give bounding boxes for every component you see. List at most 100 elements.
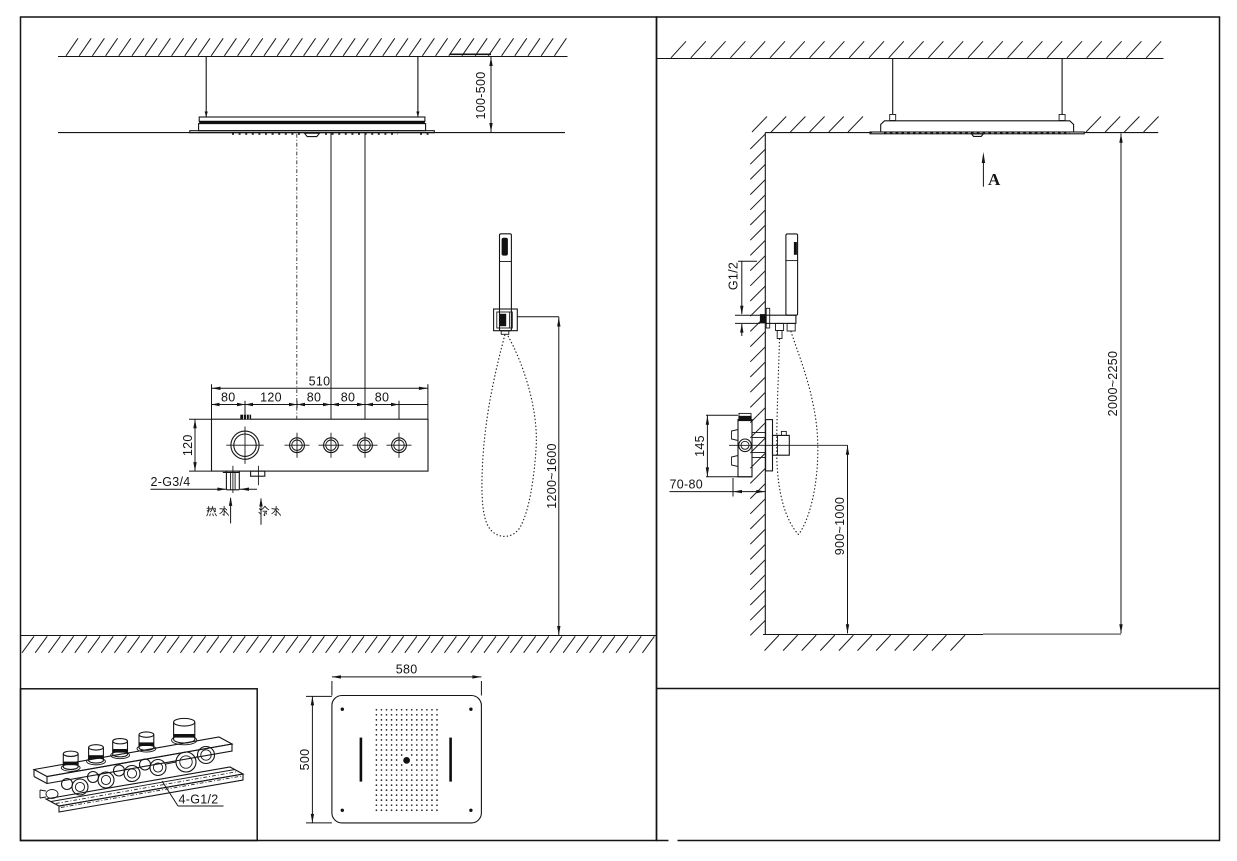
nozzle-dot (400, 789, 403, 791)
dim-arrow (365, 402, 373, 407)
nozzle-dot (400, 729, 403, 731)
nozzle-dot (380, 759, 383, 761)
nozzle-dot (421, 749, 423, 751)
nozzle-dot (431, 804, 433, 807)
iso-knob (63, 761, 79, 766)
iso-fitting (112, 764, 126, 777)
nozzle-dot (375, 764, 378, 766)
hose-nut-left (776, 330, 783, 339)
nozzle-dot (410, 769, 413, 771)
nozzle-dot (375, 779, 378, 781)
nozzle-dot (436, 754, 438, 756)
nozzle-dot (395, 764, 398, 766)
nozzle-dot (426, 724, 428, 726)
valve-cap (738, 415, 752, 422)
dim-arrow (245, 402, 253, 407)
nozzle-dot (375, 718, 378, 721)
nozzle-dot (415, 729, 418, 731)
hose-loop (481, 334, 537, 537)
nozzle-dot (436, 784, 438, 786)
nozzle-dot (405, 729, 408, 731)
nozzle-dot (415, 759, 418, 761)
nozzle-dot (405, 769, 408, 771)
nozzle-dot (380, 794, 383, 796)
nozzle-dot (400, 804, 403, 807)
dim-arrow (557, 626, 561, 635)
nozzle-dot (375, 744, 378, 746)
nozzle-dot (405, 744, 408, 746)
nozzle-dot (380, 799, 383, 802)
rod-foot (416, 111, 420, 117)
nozzle-dot (410, 724, 413, 726)
nozzle-dot (431, 739, 433, 741)
dim-valve-height: 120 (181, 418, 212, 472)
valve-front-view (210, 414, 429, 472)
left-view: 100-500 510 (21, 38, 656, 824)
water-glyph (271, 505, 282, 516)
handheld-shower-side (759, 233, 819, 536)
ceiling-shower-head-side (869, 58, 1085, 137)
nozzle-dot (400, 724, 403, 726)
dim-arrow (240, 487, 249, 491)
hot-water-glyph (219, 505, 230, 516)
nozzle-dot (405, 708, 408, 711)
nozzle-dot (375, 734, 378, 736)
nozzle-dot (395, 713, 398, 716)
dim-arrow (733, 489, 742, 494)
nozzle-dot (415, 809, 418, 812)
cold-inlet-stub (250, 470, 266, 477)
nozzle-dot (385, 784, 388, 786)
nozzle-dot (390, 749, 393, 751)
dim-text-4-g12: 4-G1/2 (179, 793, 219, 807)
nozzle-dot (436, 759, 438, 761)
dim-arrow (705, 415, 710, 425)
nozzle-dot (415, 789, 418, 791)
dim-arrow (193, 462, 197, 472)
glyph-stroke (260, 505, 270, 517)
nozzle-dot (431, 764, 433, 766)
nozzle-dot (426, 764, 428, 766)
nozzle-dot (431, 794, 433, 796)
dim-arrow (211, 402, 220, 407)
nozzle-dot (385, 809, 388, 812)
nozzle-dot (426, 794, 428, 796)
nozzle-dot (385, 789, 388, 791)
nozzle-dot (395, 739, 398, 741)
nozzle-dot (390, 724, 393, 726)
dim-inlet-thread: 2-G3/4 (150, 475, 257, 491)
nozzle-dot (395, 718, 398, 721)
dim-arrow (1119, 624, 1123, 634)
nozzle-dot (400, 774, 403, 776)
iso-fitting-edge (165, 761, 177, 765)
nozzle-dot (380, 749, 383, 751)
iso-knobs (60, 717, 198, 772)
nozzle-dot (410, 779, 413, 781)
panel-borders (19, 16, 1221, 843)
nozzle-dot (431, 708, 433, 711)
nozzle-dot (380, 779, 383, 781)
nozzle-dot (375, 754, 378, 756)
nozzle-dot (395, 769, 398, 771)
nozzle-dot (375, 749, 378, 751)
dim-arrow (217, 487, 227, 491)
dim-text-900-1000: 900~1000 (833, 497, 847, 555)
head-body (880, 120, 1075, 133)
iso-knob (138, 734, 155, 751)
valve-body (737, 419, 753, 478)
nozzle-dot (390, 784, 393, 786)
nozzle-dot (400, 809, 403, 812)
nozzle-dot (436, 764, 438, 766)
nozzle-dot (405, 809, 408, 812)
corner-screw (340, 707, 344, 711)
nozzle-dot (431, 729, 433, 731)
valve-pipe-upper (751, 432, 767, 438)
nozzle-dot (380, 739, 383, 741)
valve-knob (738, 438, 752, 453)
nozzle-dot (380, 769, 383, 771)
nozzle-dot (431, 769, 433, 771)
nozzle-dot (410, 754, 413, 756)
dim-text-580: 580 (396, 663, 418, 677)
hose-connector-right (786, 322, 796, 332)
nozzle-dot (405, 789, 408, 791)
dim-text-seg1: 80 (221, 391, 236, 405)
